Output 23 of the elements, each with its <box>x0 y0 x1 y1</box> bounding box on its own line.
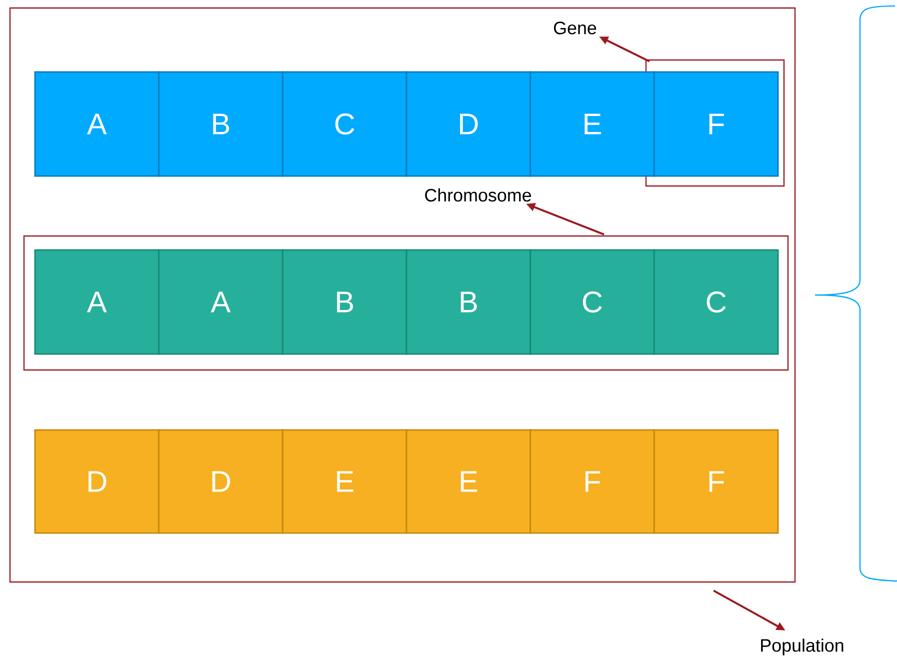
gene-cell: D <box>406 71 532 177</box>
gene-cell: B <box>158 71 284 177</box>
population-frame <box>9 7 796 583</box>
label-text: Gene <box>554 22 596 34</box>
gene-cell: C <box>282 71 408 177</box>
gene-cell: E <box>282 429 408 534</box>
gene-cell: F <box>653 71 779 177</box>
label-text: Chromosome <box>425 188 531 202</box>
gene-cell: A <box>158 249 284 355</box>
gene-cell: F <box>653 429 779 534</box>
gene-cell: E <box>530 71 655 177</box>
gene-cell: B <box>406 249 532 355</box>
gene-cell: E <box>406 429 532 534</box>
gene-cell: C <box>653 249 779 355</box>
highlight-frame <box>23 235 789 371</box>
gene-cell: F <box>530 429 655 534</box>
gene-cell: C <box>530 249 655 355</box>
gene-cell: B <box>282 249 408 355</box>
gene-cell: D <box>158 429 284 534</box>
label-text: Population <box>761 638 844 656</box>
gene-cell: A <box>34 71 160 177</box>
gene-cell: D <box>34 429 160 534</box>
gene-cell: A <box>34 249 160 355</box>
